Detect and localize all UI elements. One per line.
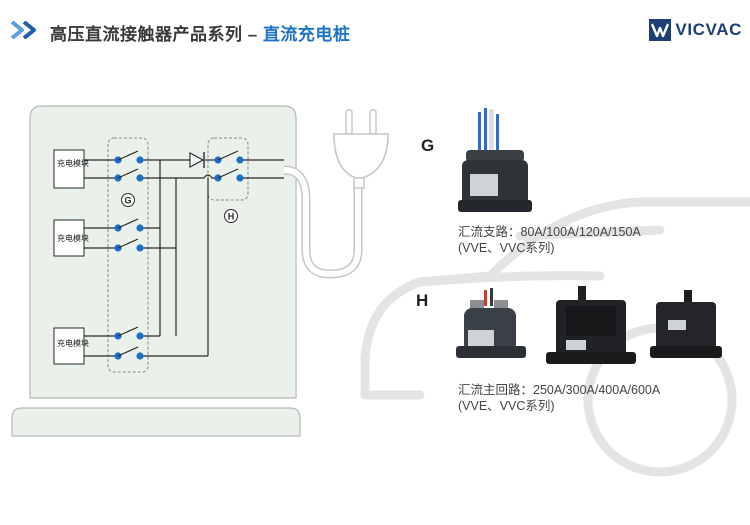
product-g-spec-line1: 汇流支路：80A/100A/120A/150A xyxy=(458,225,641,239)
title-main: 高压直流接触器产品系列 – xyxy=(50,25,263,44)
contactor-h-image-1 xyxy=(456,288,526,358)
contactor-h-image-2 xyxy=(546,286,636,364)
switch-g-2a xyxy=(114,218,144,232)
contactor-h-image-3 xyxy=(650,290,722,358)
switch-contacts-h xyxy=(214,150,244,182)
charging-module-2: 充电模块 xyxy=(53,219,89,257)
group-h-box xyxy=(207,137,249,201)
product-h-spec: 汇流主回路：250A/300A/400A/600A (VVE、VVC系列) xyxy=(458,382,660,414)
switch-g-1a xyxy=(114,150,144,164)
charging-pile-body xyxy=(29,105,297,399)
page-title: 高压直流接触器产品系列 – 直流充电桩 xyxy=(50,20,350,45)
double-chevron-icon xyxy=(10,21,36,39)
charging-cable-inner xyxy=(283,167,361,278)
switch-h-2 xyxy=(214,168,244,182)
module-label-3: 充电模块 xyxy=(57,338,89,348)
module-label-2: 充电模块 xyxy=(57,233,89,243)
product-g-spec-line2: (VVE、VVC系列) xyxy=(458,241,555,255)
switch-g-2b xyxy=(114,238,144,252)
product-h-spec-line1: 汇流主回路：250A/300A/400A/600A xyxy=(458,383,661,397)
product-h-spec-line2: (VVE、VVC系列) xyxy=(458,399,555,413)
switch-h-1 xyxy=(214,150,244,164)
title-accent: 直流充电桩 xyxy=(262,25,351,44)
switch-g-3b xyxy=(114,346,144,360)
group-h-marker: H xyxy=(224,209,238,223)
header: 高压直流接触器产品系列 – 直流充电桩 VICVAC xyxy=(0,0,750,56)
plug-icon xyxy=(333,109,389,189)
vicvac-logo-icon xyxy=(649,19,672,41)
svg-text:G: G xyxy=(124,196,131,206)
switch-contacts-g xyxy=(114,150,144,360)
charging-module-1: 充电模块 xyxy=(53,149,89,189)
product-h-letter: H xyxy=(416,291,429,310)
diode-icon xyxy=(189,151,205,169)
contactor-g-image xyxy=(458,108,532,212)
product-g-spec: 汇流支路：80A/100A/120A/150A (VVE、VVC系列) xyxy=(458,224,641,256)
brand-logo: VICVAC xyxy=(649,19,742,41)
switch-g-1b xyxy=(114,168,144,182)
switch-g-3a xyxy=(114,326,144,340)
module-label-1: 充电模块 xyxy=(57,158,89,168)
logo-wordmark: VICVAC xyxy=(675,20,742,39)
product-g-letter: G xyxy=(421,136,435,155)
group-g-marker: G xyxy=(121,193,135,207)
circuit-wiring xyxy=(84,159,284,357)
group-g-box xyxy=(107,137,149,373)
svg-text:H: H xyxy=(228,212,235,222)
charging-module-3: 充电模块 xyxy=(53,327,89,365)
charging-pile-base xyxy=(11,407,301,437)
